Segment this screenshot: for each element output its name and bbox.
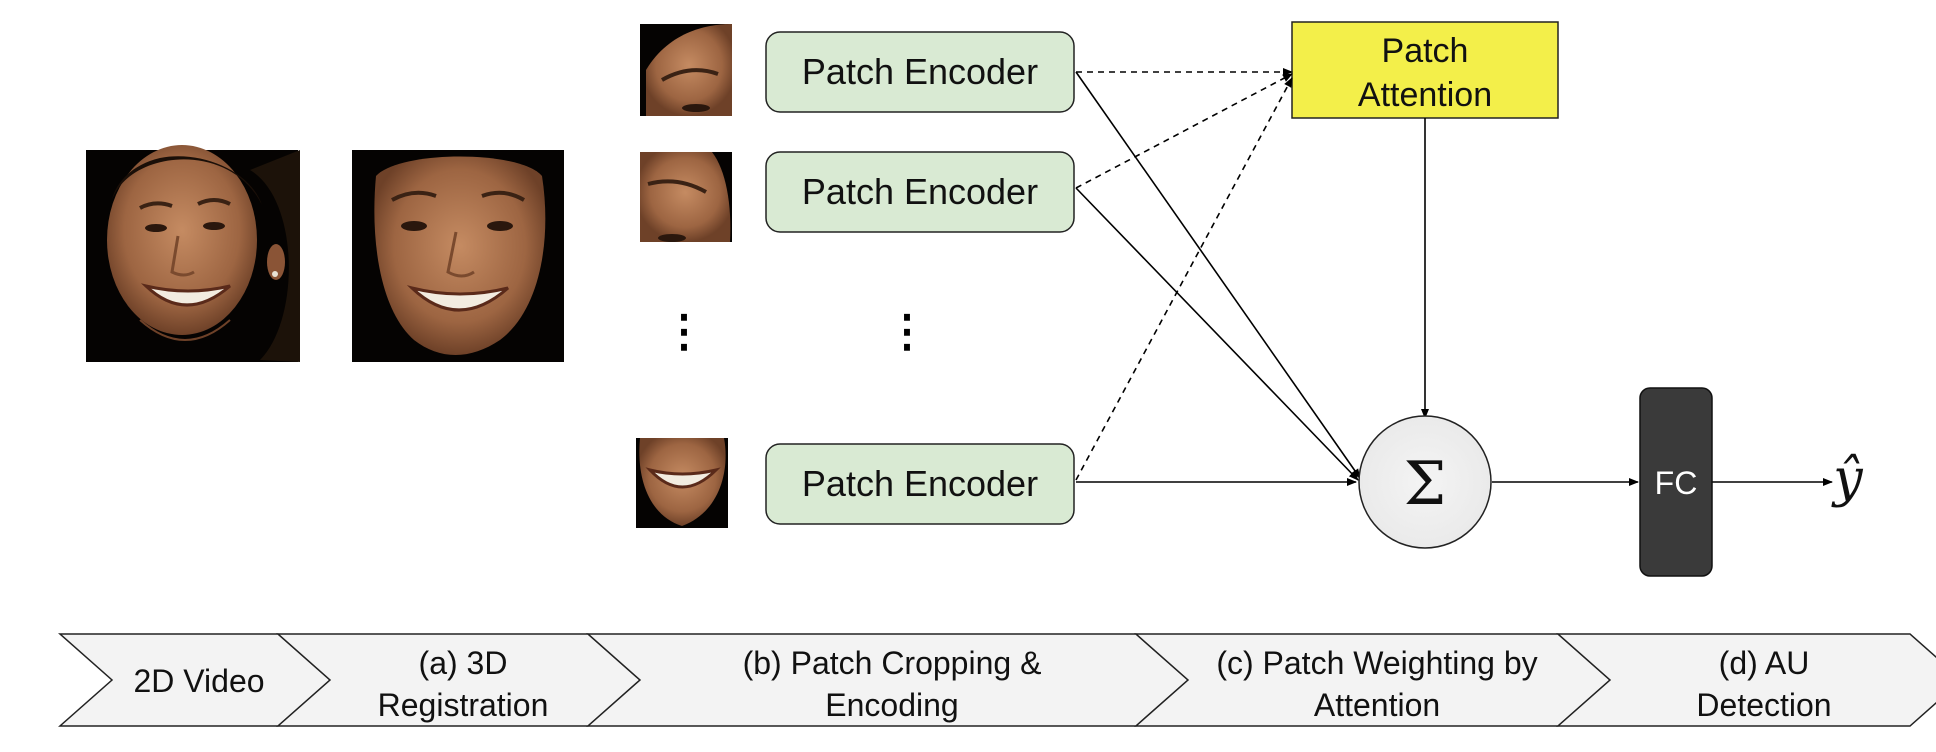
encoder1-to-sum bbox=[1075, 71, 1361, 479]
encoder2-to-attention bbox=[1075, 73, 1293, 189]
pipeline-stage-label: Encoding bbox=[825, 687, 958, 723]
pipeline-stage-4: (c) Patch Weighting by Attention bbox=[1134, 633, 1612, 727]
pipeline-stage-label: Registration bbox=[378, 687, 549, 723]
patch-encoder-label: Patch Encoder bbox=[802, 51, 1038, 92]
patch-encoder-2: Patch Encoder bbox=[765, 151, 1075, 233]
patch-image-eyebrow-left bbox=[640, 24, 732, 116]
patch-attention-label-line2: Attention bbox=[1358, 76, 1492, 114]
dashed-connections bbox=[1075, 68, 1293, 481]
pipeline-stage-2: (a) 3D Registration bbox=[276, 633, 642, 727]
pipeline-chevron bbox=[1556, 633, 1936, 727]
pipeline-bar: 2D Video (a) 3D Registration (b) Patch Crop… bbox=[58, 633, 1936, 727]
pipeline-stage-label: Attention bbox=[1314, 687, 1440, 723]
patch-encoder-3: Patch Encoder bbox=[765, 443, 1075, 525]
pipeline-stage-label: 2D Video bbox=[133, 663, 264, 699]
patch-image-eyebrow-right bbox=[640, 152, 732, 242]
pipeline-stage-label: (a) 3D bbox=[419, 645, 508, 681]
pipeline-stage-label: (b) Patch Cropping & bbox=[743, 645, 1042, 681]
pipeline-stage-label: Detection bbox=[1696, 687, 1831, 723]
patch-attention-label-line1: Patch bbox=[1382, 32, 1469, 70]
patch-attention-box: Patch Attention bbox=[1291, 21, 1559, 119]
patch-encoder-label: Patch Encoder bbox=[802, 463, 1038, 504]
patch-image-mouth bbox=[636, 438, 728, 528]
sum-symbol: Σ bbox=[1404, 449, 1446, 519]
solid-connections bbox=[1075, 71, 1833, 486]
patch-encoder-label: Patch Encoder bbox=[802, 171, 1038, 212]
fc-label: FC bbox=[1655, 465, 1698, 501]
face-image-3d-registered bbox=[352, 150, 564, 362]
pipeline-stage-label: (d) AU bbox=[1719, 645, 1810, 681]
patch-encoder-1: Patch Encoder bbox=[765, 31, 1075, 113]
pipeline-stage-1: 2D Video bbox=[58, 633, 332, 727]
encoder-ellipsis: ⋮ bbox=[885, 306, 929, 357]
sum-node: Σ bbox=[1358, 415, 1492, 549]
face-image-2d-video bbox=[86, 145, 300, 362]
pipeline-stage-3: (b) Patch Cropping & Encoding bbox=[586, 633, 1190, 727]
pipeline-stage-label: (c) Patch Weighting by bbox=[1216, 645, 1537, 681]
pipeline-stage-5: (d) AU Detection bbox=[1556, 633, 1936, 727]
encoder2-to-sum bbox=[1075, 187, 1359, 481]
fc-layer: FC bbox=[1639, 387, 1713, 577]
patch-ellipsis: ⋮ bbox=[662, 306, 706, 357]
output-symbol: ŷ bbox=[1831, 449, 1863, 509]
encoder3-to-attention bbox=[1075, 77, 1293, 481]
